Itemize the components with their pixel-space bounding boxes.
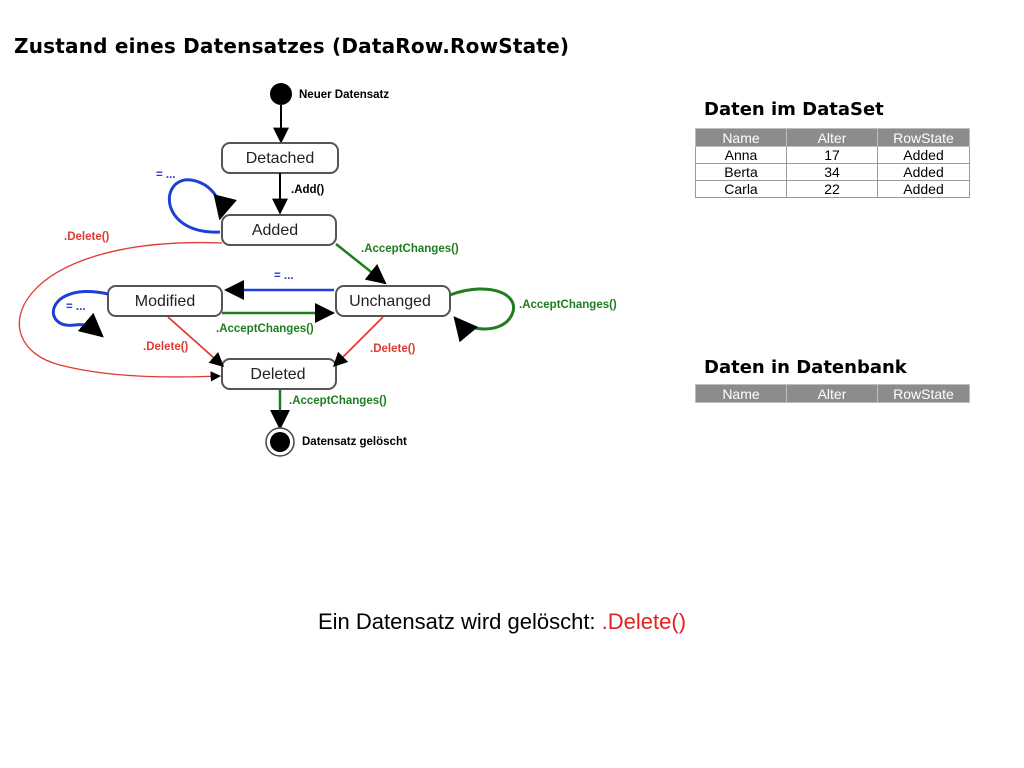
label-accept-unchanged: .AcceptChanges() — [519, 299, 617, 311]
database-table: Name Alter RowState — [695, 384, 970, 403]
cell-name: Berta — [695, 163, 787, 181]
state-deleted: Deleted — [221, 358, 337, 390]
label-delete-unchanged: .Delete() — [370, 343, 416, 355]
label-add: .Add() — [291, 184, 324, 196]
arrow-delete-added — [18, 241, 223, 382]
start-label: Neuer Datensatz — [299, 89, 389, 101]
state-diagram: Neuer Datensatz Detached Added Modified … — [18, 83, 617, 457]
database-heading: Daten in Datenbank — [704, 357, 907, 378]
cell-name: Carla — [695, 180, 787, 198]
slide-caption: Ein Datensatz wird gelöscht: .Delete() — [0, 609, 1004, 635]
table-row: Carla 22 Added — [695, 180, 970, 198]
cell-alter: 22 — [786, 180, 878, 198]
end-node — [270, 432, 290, 452]
cell-rowstate: Added — [877, 163, 970, 181]
caption-method: .Delete() — [601, 609, 687, 634]
label-edit-modified: = ... — [66, 301, 86, 313]
loop-modified-edit — [51, 290, 109, 338]
database-col-alter: Alter — [786, 384, 878, 403]
dataset-col-name: Name — [695, 128, 787, 147]
label-edit-added: = ... — [156, 169, 176, 181]
start-node — [270, 83, 292, 105]
label-accept-deleted: .AcceptChanges() — [289, 395, 387, 407]
cell-alter: 17 — [786, 146, 878, 164]
state-modified: Modified — [107, 285, 223, 317]
arrow-delete-modified — [167, 316, 225, 367]
state-added-label: Added — [252, 222, 298, 239]
cell-alter: 34 — [786, 163, 878, 181]
arrow-delete-unchanged — [332, 316, 384, 368]
state-detached-label: Detached — [246, 150, 315, 167]
label-delete-added: .Delete() — [64, 231, 110, 243]
dataset-col-alter: Alter — [786, 128, 878, 147]
state-unchanged-label: Unchanged — [349, 293, 431, 310]
loop-unchanged-accept — [449, 287, 515, 343]
label-delete-modified: .Delete() — [143, 341, 189, 353]
label-accept-added: .AcceptChanges() — [361, 243, 459, 255]
dataset-table: Name Alter RowState Anna 17 Added Berta … — [695, 128, 970, 198]
dataset-col-rowstate: RowState — [877, 128, 970, 147]
cell-rowstate: Added — [877, 180, 970, 198]
database-col-rowstate: RowState — [877, 384, 970, 403]
state-modified-label: Modified — [135, 293, 195, 310]
table-row: Berta 34 Added — [695, 163, 970, 181]
cell-rowstate: Added — [877, 146, 970, 164]
loop-added-edit — [167, 178, 237, 234]
end-label: Datensatz gelöscht — [302, 436, 407, 448]
state-unchanged: Unchanged — [335, 285, 451, 317]
database-col-name: Name — [695, 384, 787, 403]
state-added: Added — [221, 214, 337, 246]
arrow-accept-added — [335, 243, 387, 285]
label-edit-unchanged: = ... — [274, 270, 294, 282]
cell-name: Anna — [695, 146, 787, 164]
state-deleted-label: Deleted — [250, 366, 305, 383]
database-header-row: Name Alter RowState — [695, 384, 970, 403]
dataset-heading: Daten im DataSet — [704, 99, 884, 120]
caption-text: Ein Datensatz wird gelöscht: — [317, 609, 602, 634]
page-title: Zustand eines Datensatzes (DataRow.RowSt… — [14, 34, 570, 58]
dataset-header-row: Name Alter RowState — [695, 128, 970, 147]
label-accept-modified: .AcceptChanges() — [216, 323, 314, 335]
table-row: Anna 17 Added — [695, 146, 970, 164]
state-detached: Detached — [221, 142, 339, 174]
